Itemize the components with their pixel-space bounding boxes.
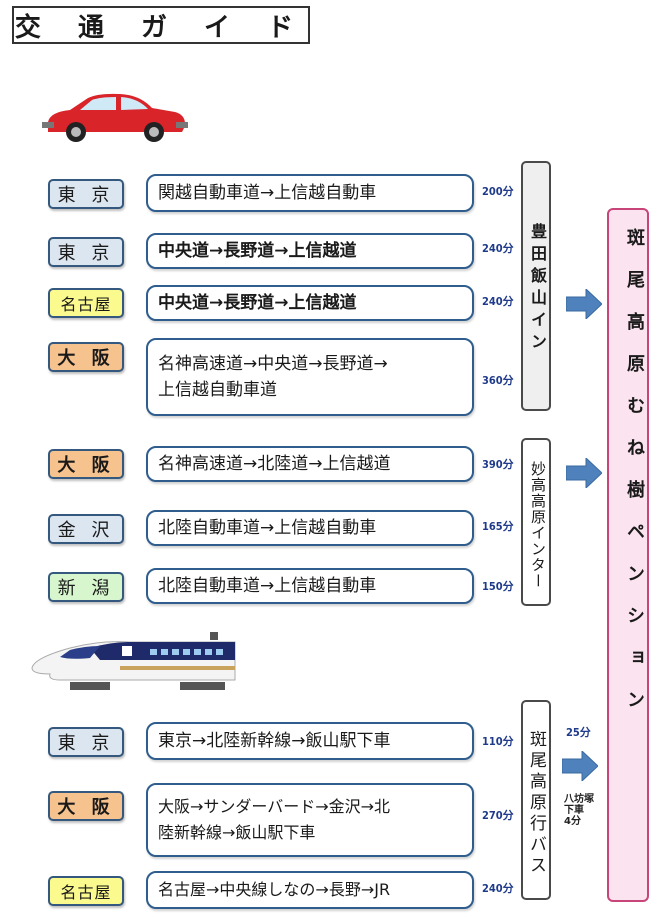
route-box-2: 中央道→長野道→上信越道 — [146, 233, 474, 269]
bus-stop-name: 八坊塚 — [564, 794, 594, 805]
route-box-1: 関越自動車道→上信越自動車 — [146, 174, 474, 212]
route-text-line1: 名神高速道→中央道→長野道→ — [158, 354, 388, 374]
interchange-box-1: 豊田飯山イン — [521, 161, 551, 411]
destination-box: 斑尾高原むね樹ペンション — [607, 208, 649, 902]
route-box-3: 中央道→長野道→上信越道 — [146, 285, 474, 321]
time-label-5: 390分 — [482, 458, 514, 471]
bus-stop-action: 下車 — [564, 805, 584, 816]
route-text: 東京→北陸新幹線→飯山駅下車 — [158, 731, 391, 751]
time-label-2: 240分 — [482, 242, 514, 255]
route-text: 北陸自動車道→上信越自動車 — [158, 518, 377, 538]
origin-osaka-train: 大 阪 — [48, 791, 124, 821]
route-text: 関越自動車道→上信越自動車 — [158, 183, 377, 203]
bus-stop-time: 4分 — [564, 816, 581, 827]
route-text: 名神高速道→北陸道→上信越道 — [158, 454, 391, 474]
route-text: 中央道→長野道→上信越道 — [158, 293, 357, 313]
route-text: 中央道→長野道→上信越道 — [158, 241, 357, 261]
origin-tokyo-2: 東 京 — [48, 237, 124, 267]
route-box-train-1: 東京→北陸新幹線→飯山駅下車 — [146, 722, 474, 760]
time-label-6: 165分 — [482, 520, 514, 533]
time-label-4: 360分 — [482, 374, 514, 387]
route-text: 北陸自動車道→上信越自動車 — [158, 576, 377, 596]
route-box-5: 名神高速道→北陸道→上信越道 — [146, 446, 474, 482]
route-box-train-2: 大阪→サンダーバード→金沢→北 陸新幹線→飯山駅下車 — [146, 783, 474, 857]
origin-niigata: 新 潟 — [48, 572, 124, 602]
bus-stop-note: 八坊塚 下車 4分 — [564, 794, 604, 827]
origin-tokyo-1: 東 京 — [48, 179, 124, 209]
time-label-train-2: 270分 — [482, 809, 514, 822]
origin-tokyo-train: 東 京 — [48, 727, 124, 757]
route-box-4: 名神高速道→中央道→長野道→ 上信越自動車道 — [146, 338, 474, 416]
origin-nagoya-train: 名古屋 — [48, 876, 124, 906]
time-label-1: 200分 — [482, 185, 514, 198]
route-text-line2: 上信越自動車道 — [158, 380, 277, 400]
route-box-train-3: 名古屋→中央線しなの→長野→JR — [146, 871, 474, 909]
time-label-7: 150分 — [482, 580, 514, 593]
interchange-box-2: 妙高高原インター — [521, 438, 551, 606]
right-arrow-icon — [566, 458, 602, 488]
bus-box: 斑尾高原行バス — [521, 700, 551, 900]
page-title: 交 通 ガ イ ド — [12, 6, 310, 44]
time-label-3: 240分 — [482, 295, 514, 308]
shinkansen-icon — [31, 632, 236, 690]
time-label-train-1: 110分 — [482, 735, 514, 748]
origin-nagoya-1: 名古屋 — [48, 288, 124, 318]
route-box-6: 北陸自動車道→上信越自動車 — [146, 510, 474, 546]
route-text: 名古屋→中央線しなの→長野→JR — [158, 880, 391, 899]
route-box-7: 北陸自動車道→上信越自動車 — [146, 568, 474, 604]
time-label-train-3: 240分 — [482, 882, 514, 895]
right-arrow-icon — [566, 289, 602, 319]
origin-osaka-1: 大 阪 — [48, 342, 124, 372]
right-arrow-icon — [562, 751, 598, 781]
route-text-line1: 大阪→サンダーバード→金沢→北 — [158, 797, 391, 816]
origin-osaka-2: 大 阪 — [48, 449, 124, 479]
route-text-line2: 陸新幹線→飯山駅下車 — [158, 823, 316, 842]
bus-time-label: 25分 — [566, 726, 591, 739]
car-icon — [42, 93, 188, 142]
origin-kanazawa: 金 沢 — [48, 514, 124, 544]
